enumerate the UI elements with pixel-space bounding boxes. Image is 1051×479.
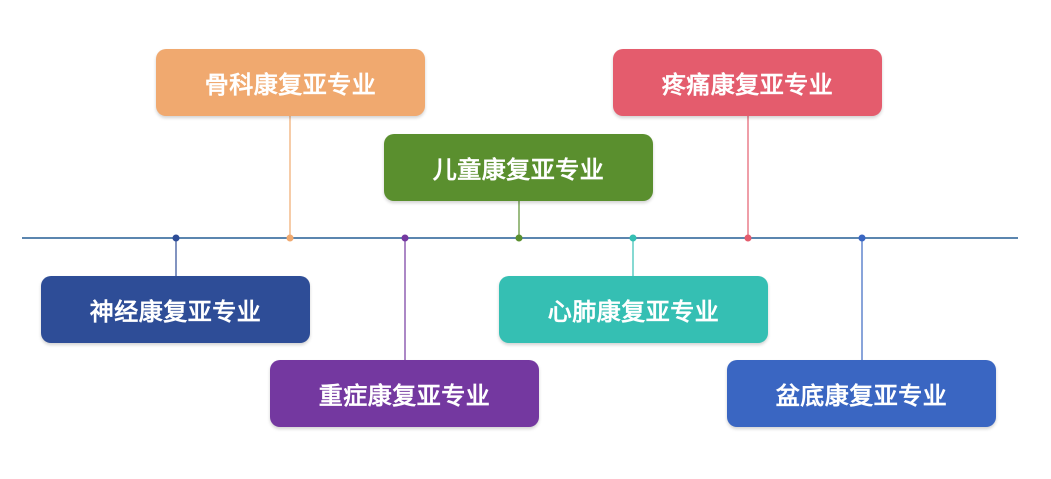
timeline-dot-pelvic: [858, 234, 866, 242]
specialty-label-pain: 疼痛康复亚专业: [661, 71, 834, 99]
specialty-box-pain: 疼痛康复亚专业: [613, 49, 882, 116]
specialty-box-pediatric: 儿童康复亚专业: [384, 134, 653, 201]
specialty-label-pelvic: 盆底康复亚专业: [775, 382, 948, 410]
specialty-label-neuro: 神经康复亚专业: [89, 298, 262, 326]
specialty-label-ortho: 骨科康复亚专业: [204, 71, 377, 99]
specialty-label-pediatric: 儿童康复亚专业: [432, 156, 605, 184]
timeline-dot-cardiopulmonary: [629, 234, 637, 242]
timeline-dot-ortho: [286, 234, 294, 242]
timeline-dot-neuro: [172, 234, 180, 242]
specialty-box-neuro: 神经康复亚专业: [41, 276, 310, 343]
specialty-label-critical: 重症康复亚专业: [318, 382, 491, 410]
timeline-dot-critical: [401, 234, 409, 242]
specialty-box-ortho: 骨科康复亚专业: [156, 49, 425, 116]
specialty-label-cardiopulmonary: 心肺康复亚专业: [547, 298, 720, 326]
specialty-box-critical: 重症康复亚专业: [270, 360, 539, 427]
specialty-box-cardiopulmonary: 心肺康复亚专业: [499, 276, 768, 343]
specialty-box-pelvic: 盆底康复亚专业: [727, 360, 996, 427]
timeline-dot-pain: [744, 234, 752, 242]
timeline-dot-pediatric: [515, 234, 523, 242]
